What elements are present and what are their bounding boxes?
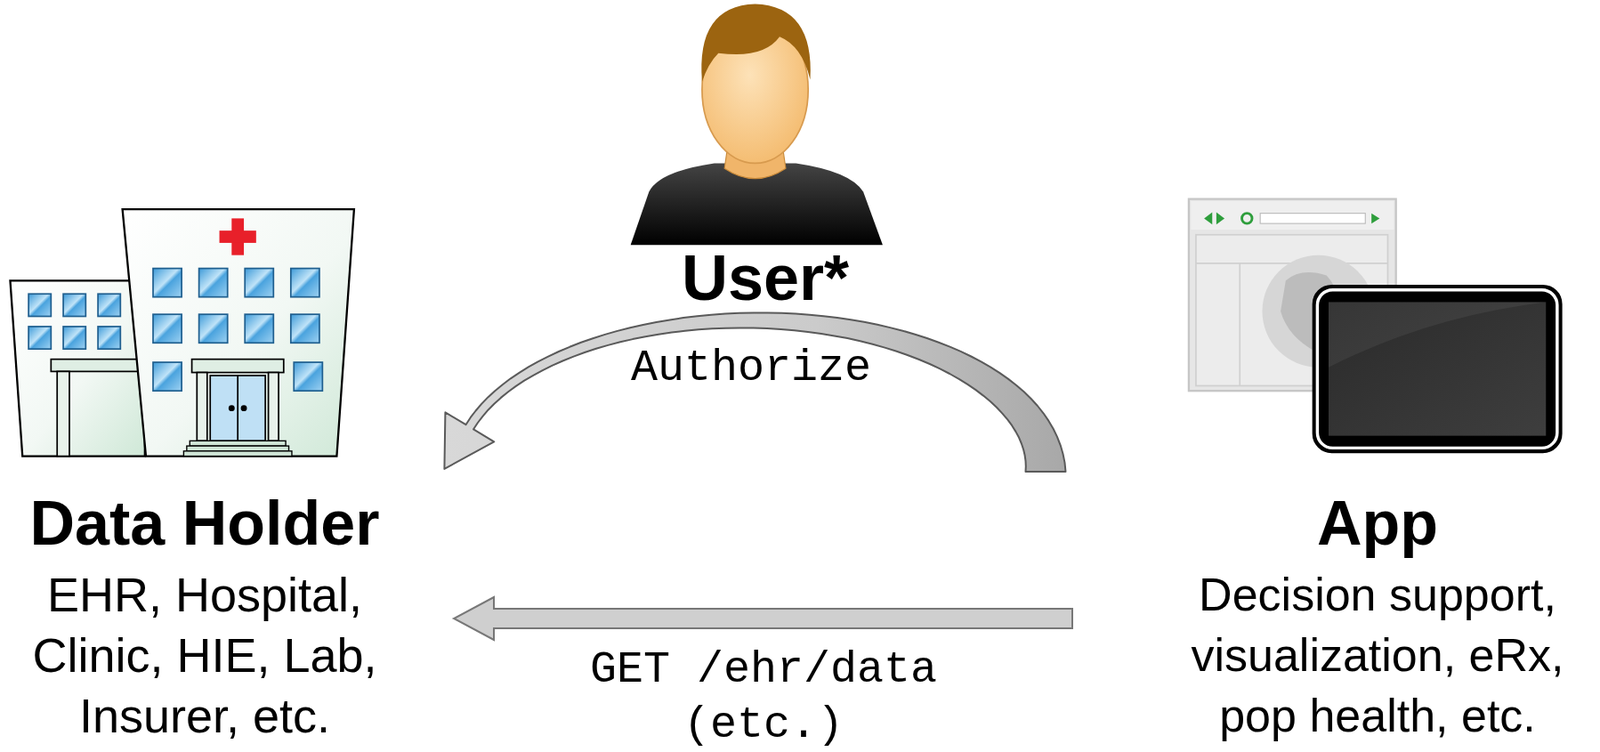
node-title: Data Holder <box>4 487 405 559</box>
system-node: Data HolderEHR, Hospital, Clinic, HIE, L… <box>4 487 405 746</box>
node-description: EHR, Hospital, Clinic, HIE, Lab, Insurer… <box>4 564 405 746</box>
request-arrow <box>453 597 1073 640</box>
app-devices <box>1188 199 1562 453</box>
edge-label: GET /ehr/data (etc.) <box>558 642 969 752</box>
node-title: App <box>1163 487 1592 559</box>
node-description: Decision support, visualization, eRx, po… <box>1163 564 1592 746</box>
user-icon <box>630 4 883 246</box>
node-title: User* <box>681 240 849 316</box>
authorize-arrow <box>444 313 1066 473</box>
edge-label: Authorize <box>630 340 872 396</box>
hospital-illustration <box>9 209 354 457</box>
system-node: AppDecision support, visualization, eRx,… <box>1163 487 1592 746</box>
actor-node: User* <box>681 240 849 316</box>
